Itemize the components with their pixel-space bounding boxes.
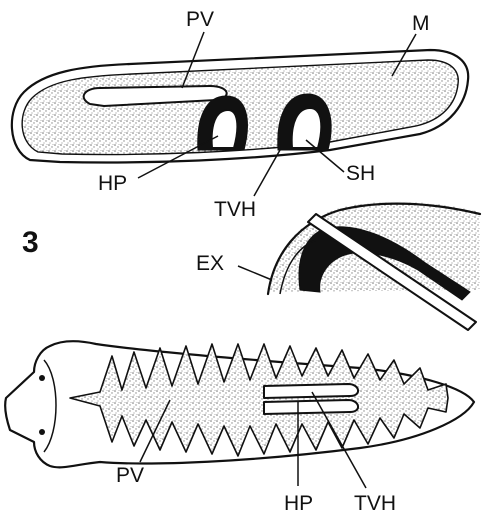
label-pv-top: PV [186, 8, 214, 31]
leader-ex [238, 266, 272, 280]
label-pv-bottom: PV [116, 464, 144, 487]
eye-left [39, 375, 45, 381]
label-ex: EX [196, 252, 224, 275]
label-tvh-bottom: TVH [354, 492, 396, 515]
pharynx-bottom [264, 384, 358, 398]
gut-branches [70, 344, 448, 456]
head-curve [44, 360, 56, 452]
label-m: M [412, 12, 430, 35]
figure-number: 3 [22, 226, 39, 259]
label-tvh-top: TVH [214, 198, 256, 221]
label-hp-top: HP [98, 172, 127, 195]
label-sh: SH [346, 162, 375, 185]
top-section [12, 50, 468, 163]
label-hp-bottom: HP [284, 492, 313, 515]
pharynx-bottom-2 [264, 400, 358, 414]
bottom-section [5, 341, 474, 467]
eye-right [39, 429, 45, 435]
middle-section [268, 202, 480, 330]
